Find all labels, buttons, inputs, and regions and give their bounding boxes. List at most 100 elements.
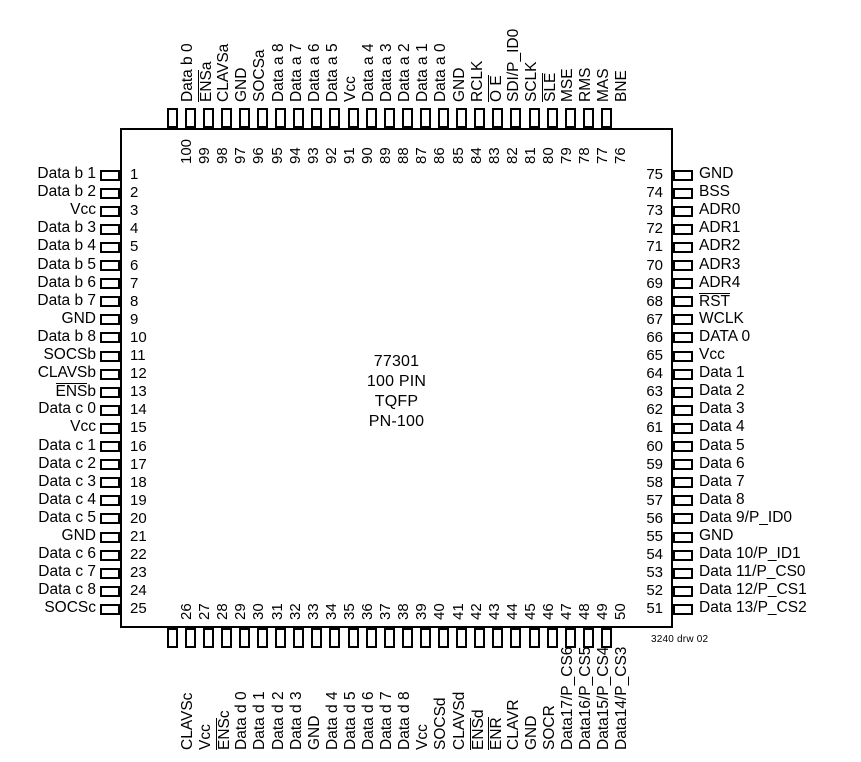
pin-pad-97	[220, 108, 232, 128]
pin-label-54: Data 10/P_ID1	[699, 545, 801, 563]
pin-pad-68	[673, 296, 693, 308]
pin-label-31: Data d 2	[269, 691, 287, 750]
pin-number-71: 71	[646, 238, 663, 256]
pin-label-92: Data a 5	[323, 43, 341, 102]
chip-center-label: 77301 100 PIN TQFP PN-100	[122, 352, 671, 432]
pin-label-63: Data 2	[699, 382, 745, 400]
pin-pad-87	[401, 108, 413, 128]
pin-label-89: Data a 3	[378, 43, 396, 102]
pin-number-17: 17	[130, 455, 147, 473]
pin-label-14: Data c 0	[38, 400, 96, 418]
pin-pad-73	[673, 205, 693, 217]
pin-label-99: ENSa	[198, 61, 216, 102]
pin-pad-3	[100, 205, 120, 217]
pin-pad-99	[184, 108, 196, 128]
pin-pad-95	[257, 108, 268, 128]
pin-label-24: Data c 8	[38, 581, 96, 599]
pin-pad-21	[100, 531, 120, 543]
pin-count-text: 100 PIN	[366, 373, 427, 390]
pin-pad-93	[293, 108, 305, 128]
pin-number-14: 14	[130, 401, 147, 419]
pin-pad-64	[673, 368, 693, 380]
pin-label-7: Data b 6	[37, 273, 96, 291]
pin-pad-22	[100, 549, 120, 561]
pin-number-16: 16	[130, 437, 147, 455]
pin-label-90: Data a 4	[360, 43, 377, 102]
pin-label-40: SOCSd	[432, 697, 450, 750]
pin-pad-69	[673, 278, 693, 290]
pin-pad-6	[100, 260, 120, 271]
pin-number-41: 41	[449, 603, 467, 620]
pin-number-11: 11	[130, 347, 146, 364]
pin-label-43: ENR	[487, 717, 505, 750]
pin-number-4: 4	[130, 220, 139, 238]
pin-number-79: 79	[558, 147, 576, 164]
pin-number-94: 94	[286, 147, 304, 164]
pin-label-35: Data d 5	[341, 691, 359, 750]
pin-label-23: Data c 7	[38, 563, 96, 581]
pin-number-84: 84	[467, 147, 485, 164]
pin-pad-46	[528, 628, 540, 648]
pin-label-91: Vcc	[341, 76, 359, 102]
pin-label-39: Vcc	[414, 724, 432, 750]
pin-number-47: 47	[558, 603, 576, 620]
pin-number-45: 45	[521, 603, 539, 620]
pin-label-12: CLAVSb	[37, 364, 96, 382]
pin-number-77: 77	[594, 147, 612, 164]
pin-label-47: Data17/P_CS6	[559, 646, 577, 750]
pin-pad-34	[311, 628, 323, 648]
pin-number-53: 53	[646, 564, 663, 582]
pin-number-40: 40	[431, 603, 449, 620]
pin-pad-35	[329, 628, 341, 648]
pin-number-27: 27	[196, 603, 214, 620]
pin-label-28: ENSc	[216, 710, 234, 750]
pin-number-80: 80	[540, 147, 557, 164]
pin-number-68: 68	[646, 292, 663, 310]
pin-number-18: 18	[130, 473, 147, 491]
pin-label-52: Data 12/P_CS1	[699, 581, 807, 599]
pin-label-97: GND	[233, 67, 251, 102]
pin-pad-24	[100, 585, 120, 597]
pin-number-96: 96	[250, 147, 268, 164]
pin-label-84: RCLK	[468, 60, 486, 102]
pin-label-86: Data a 0	[432, 43, 450, 102]
pin-pad-100	[166, 108, 178, 128]
pin-label-19: Data c 4	[38, 490, 96, 508]
pin-label-80: SLE	[542, 72, 559, 102]
pin-pad-28	[202, 628, 214, 648]
pin-label-5: Data b 4	[37, 237, 96, 255]
pin-number-46: 46	[540, 603, 557, 620]
pin-number-5: 5	[130, 238, 139, 256]
pin-pad-16	[100, 441, 120, 452]
pin-pad-66	[673, 332, 693, 344]
pin-number-48: 48	[576, 603, 594, 620]
pin-number-30: 30	[250, 603, 268, 620]
pin-number-63: 63	[646, 383, 663, 401]
pin-number-33: 33	[304, 603, 322, 620]
pin-number-26: 26	[178, 603, 195, 620]
pin-number-91: 91	[340, 147, 358, 164]
pin-pad-96	[238, 108, 250, 128]
pin-pad-48	[564, 628, 576, 648]
pin-label-45: GND	[522, 715, 540, 750]
pin-number-89: 89	[377, 147, 395, 164]
pin-pad-90	[347, 108, 359, 128]
pin-pad-72	[673, 223, 693, 235]
pin-label-67: WCLK	[699, 309, 744, 327]
pin-number-9: 9	[130, 310, 139, 328]
pin-pad-76	[600, 108, 612, 128]
pin-pad-79	[546, 108, 558, 128]
pin-pad-43	[474, 628, 486, 648]
pin-number-100: 100	[178, 138, 195, 164]
pin-pad-15	[100, 422, 120, 434]
pin-number-32: 32	[286, 603, 304, 620]
pin-number-61: 61	[646, 419, 663, 437]
pin-label-72: ADR1	[699, 219, 741, 237]
pin-label-16: Data c 1	[38, 436, 96, 454]
pin-number-86: 86	[431, 147, 449, 164]
part-number-text: 77301	[373, 353, 420, 370]
pin-label-70: ADR3	[699, 255, 741, 273]
pin-label-44: CLAVR	[504, 699, 522, 750]
pin-label-9: GND	[61, 309, 96, 327]
pin-label-95: Data a 8	[269, 43, 287, 102]
